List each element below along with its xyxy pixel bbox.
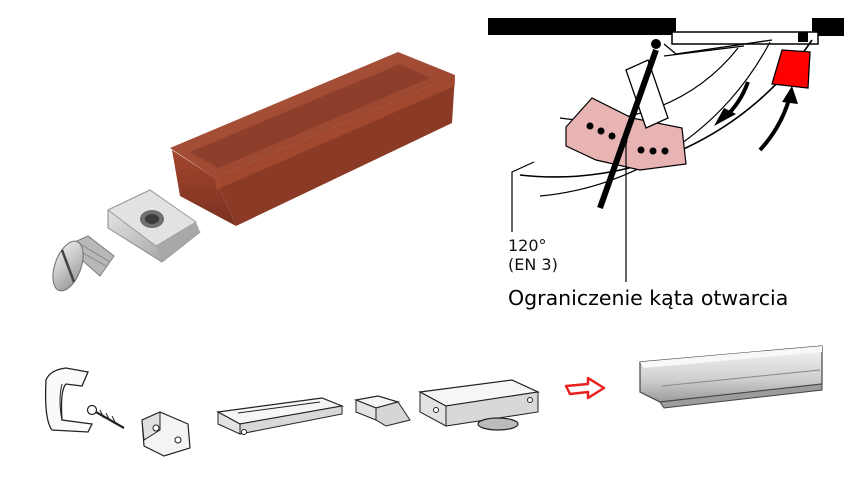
angle-value: 120° xyxy=(508,236,547,255)
countersunk-screw-icon xyxy=(52,235,115,292)
red-stop-block xyxy=(771,49,811,89)
opening-angle-diagram xyxy=(488,18,844,282)
guide-rail-icon xyxy=(216,397,345,435)
red-arrow-icon xyxy=(564,376,606,400)
angle-label: 120°(EN 3) xyxy=(508,236,558,274)
wood-screw-icon xyxy=(86,404,125,429)
brake-block-icon xyxy=(170,52,455,226)
arrow-close-icon xyxy=(714,108,736,126)
bracket-icon xyxy=(141,411,191,457)
slide-nut-icon xyxy=(107,189,201,263)
arrow-open-icon xyxy=(782,86,798,104)
door-arm xyxy=(597,48,659,210)
standard-value: (EN 3) xyxy=(508,255,558,274)
diagram-caption: Ograniczenie kąta otwarcia xyxy=(508,286,789,310)
slider-assembly-icon xyxy=(418,379,541,431)
stop-block-icon xyxy=(353,395,411,427)
rail-profile-icon xyxy=(639,345,823,409)
end-cap-icon xyxy=(44,367,93,433)
angle-leader-line xyxy=(511,161,535,232)
